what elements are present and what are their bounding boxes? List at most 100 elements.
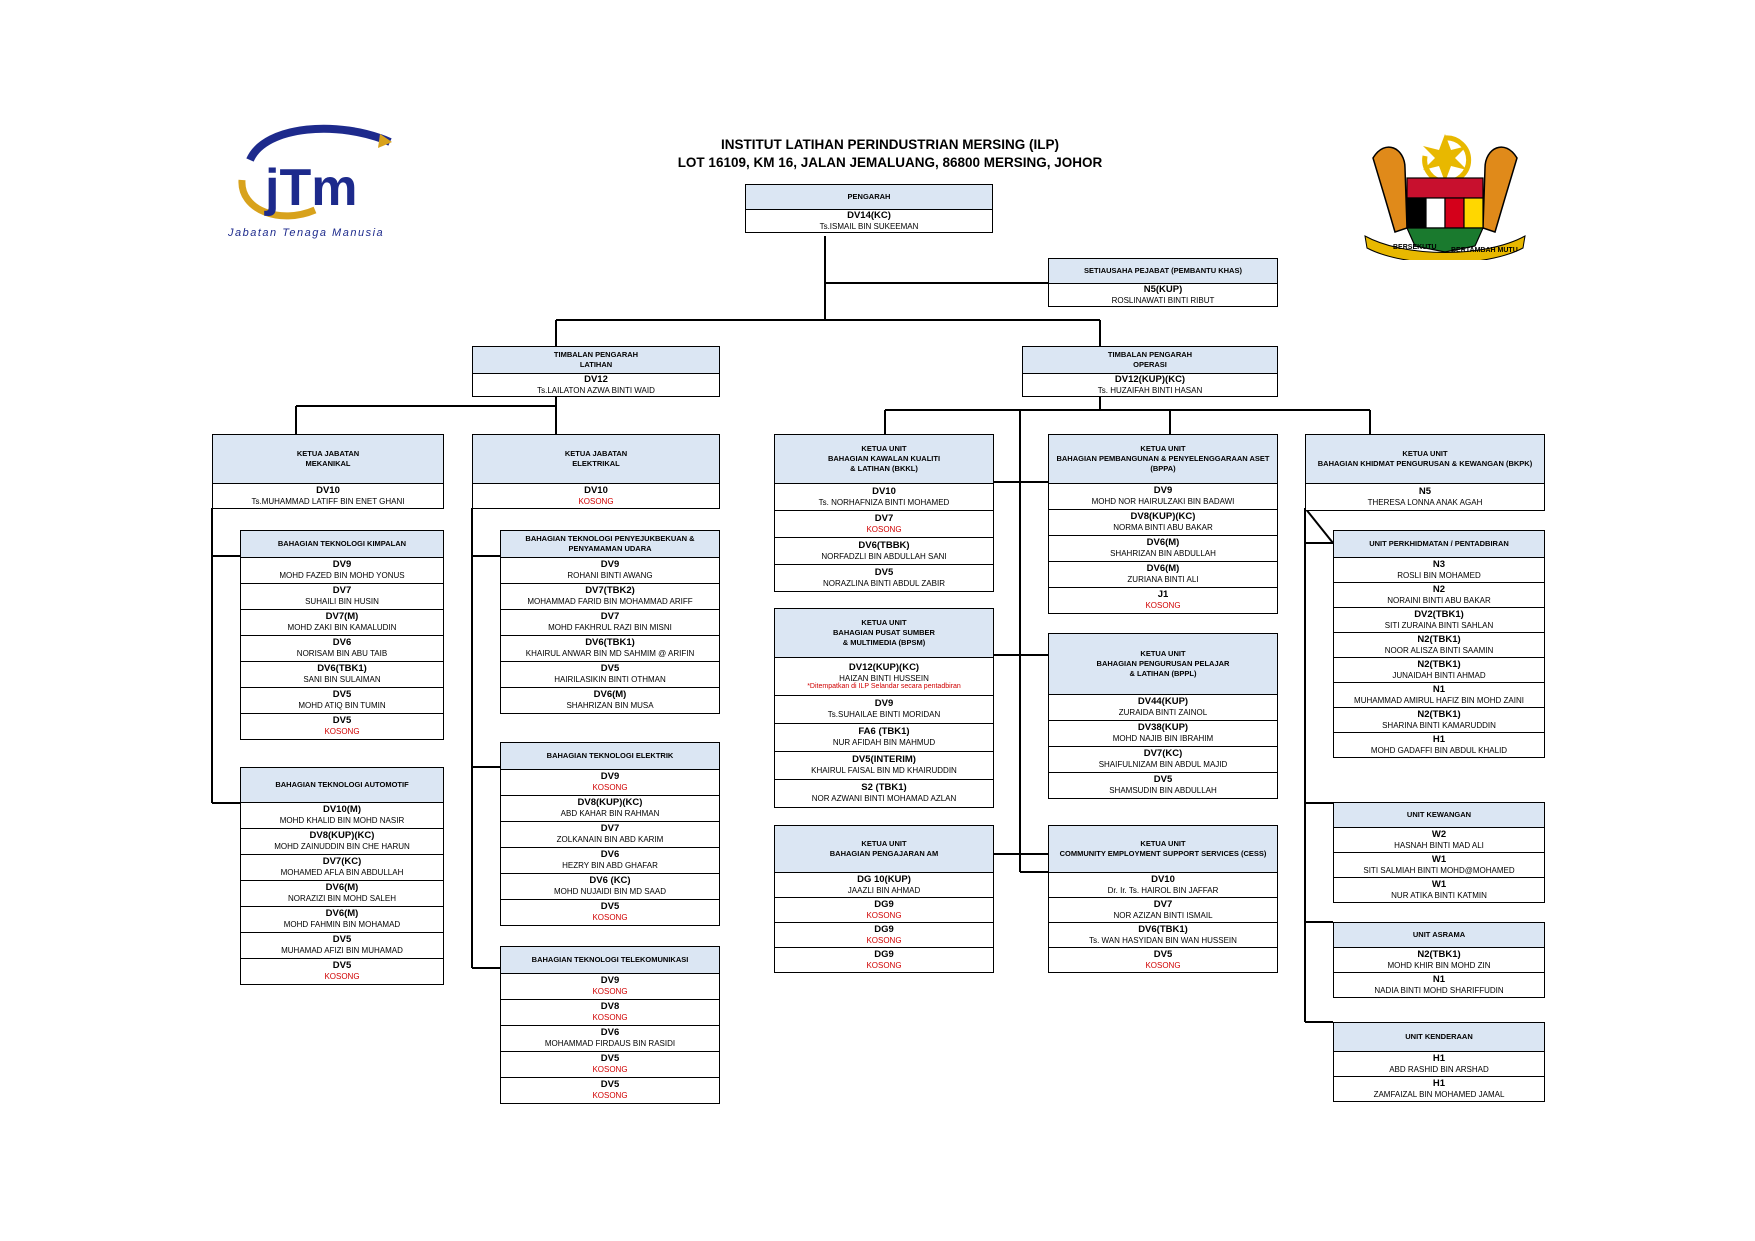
org-box-row: DV6(M)SHAHRIZAN BIN MUSA (501, 687, 719, 713)
position-grade: DG 10(KUP) (857, 873, 911, 885)
org-box-row: N2(TBK1)MOHD KHIR BIN MOHD ZIN (1334, 948, 1544, 972)
org-box-row: DV8(KUP)(KC)ABD KAHAR BIN RAHMAN (501, 795, 719, 821)
position-grade: DG9 (874, 948, 894, 960)
position-grade: DV6(M) (1146, 563, 1180, 575)
staff-name: Dr. Ir. Ts. HAIROL BIN JAFFAR (1107, 885, 1219, 895)
staff-name: SUHAILI BIN HUSIN (305, 597, 379, 607)
staff-name: ZURAIDA BINTI ZAINOL (1118, 708, 1208, 718)
position-grade: FA6 (TBK1) (858, 726, 910, 738)
malaysia-coat-of-arms-icon: BERSEKUTU BERTAMBAH MUTU (1364, 134, 1526, 260)
position-grade: DV9 (1153, 485, 1173, 497)
org-box-row: DV2(TBK1)SITI ZURAINA BINTI SAHLAN (1334, 607, 1544, 632)
staff-name: JAAZLI BIN AHMAD (847, 885, 921, 895)
org-box-row: S2 (TBK1)NOR AZWANI BINTI MOHAMAD AZLAN (775, 779, 993, 807)
org-box-bkpk: KETUA UNIT BAHAGIAN KHIDMAT PENGURUSAN &… (1305, 434, 1545, 511)
org-box-title: KETUA UNIT COMMUNITY EMPLOYMENT SUPPORT … (1049, 826, 1277, 873)
staff-name: Ts.ISMAIL BIN SUKEEMAN (819, 221, 919, 231)
position-grade: S2 (TBK1) (861, 782, 907, 794)
position-grade: DV6 (KC) (589, 875, 631, 887)
staff-name: NUR AFIDAH BIN MAHMUD (832, 738, 936, 748)
staff-name: HAIRILASIKIN BINTI OTHMAN (554, 675, 666, 685)
position-grade: N2(TBK1) (1417, 948, 1461, 960)
staff-name: THERESA LONNA ANAK AGAH (1367, 497, 1483, 507)
staff-name: Ts.SUHAILAE BINTI MORIDAN (827, 710, 941, 720)
org-box-title: UNIT KENDERAAN (1334, 1023, 1544, 1052)
position-grade: DV38(KUP) (1137, 722, 1189, 734)
org-box-row: DV5(INTERIM)KHAIRUL FAISAL BIN MD KHAIRU… (775, 751, 993, 779)
position-grade: H1 (1432, 1052, 1446, 1064)
vacant-position: KOSONG (592, 1065, 628, 1075)
position-grade: DV5 (332, 689, 352, 701)
position-grade: DV6 (600, 849, 620, 861)
position-grade: DV5 (332, 960, 352, 972)
staff-name: NOR AZWANI BINTI MOHAMAD AZLAN (811, 794, 957, 804)
staff-name: MOHD ATIQ BIN TUMIN (298, 701, 386, 711)
vacant-position: KOSONG (866, 960, 902, 970)
position-grade: DV8 (600, 1001, 620, 1013)
position-grade: DV6(M) (325, 882, 359, 894)
staff-name: HASNAH BINTI MAD ALI (1394, 840, 1484, 850)
position-grade: DV6 (600, 1027, 620, 1039)
org-box-row: DV10(M)MOHD KHALID BIN MOHD NASIR (241, 803, 443, 828)
position-grade: DV5 (1153, 774, 1173, 786)
position-grade: DV7(KC) (1143, 748, 1183, 760)
org-box-row: DV6(M)MOHD FAHMIN BIN MOHAMAD (241, 906, 443, 932)
staff-name: MOHD FAHMIN BIN MOHAMAD (283, 920, 401, 930)
org-box-row: DV44(KUP)ZURAIDA BINTI ZAINOL (1049, 695, 1277, 720)
org-box-row: DV6(TBBK)NORFADZLI BIN ABDULLAH SANI (775, 537, 993, 564)
org-box-title: UNIT ASRAMA (1334, 923, 1544, 948)
position-grade: N1 (1432, 973, 1446, 985)
staff-name: SHAHRIZAN BIN ABDULLAH (1110, 549, 1216, 559)
org-box-row: DV6 (KC)MOHD NUJAIDI BIN MD SAAD (501, 873, 719, 899)
staff-name: MOHD KHIR BIN MOHD ZIN (1387, 960, 1491, 970)
position-grade: DV9 (600, 771, 620, 783)
position-grade: DV5 (332, 934, 352, 946)
staff-name: ROSLI BIN MOHAMED (1397, 570, 1481, 580)
staff-name: MOHD NAJIB BIN IBRAHIM (1112, 734, 1214, 744)
vacant-position: KOSONG (324, 972, 360, 982)
vacant-position: KOSONG (592, 1013, 628, 1023)
staff-name: MOHAMED AFLA BIN ABDULLAH (280, 868, 404, 878)
position-grade: DV9 (332, 559, 352, 571)
org-box-row: DV6(M)SHAHRIZAN BIN ABDULLAH (1049, 535, 1277, 561)
org-box-title: KETUA UNIT BAHAGIAN PENGURUSAN PELAJAR &… (1049, 634, 1277, 695)
crest-motto-left: BERSEKUTU (1393, 244, 1437, 251)
position-grade: DV7 (874, 512, 894, 524)
staff-name: ZAMFAIZAL BIN MOHAMED JAMAL (1373, 1089, 1505, 1099)
position-grade: DV10 (316, 484, 340, 496)
org-box-title: BAHAGIAN TEKNOLOGI AUTOMOTIF (241, 768, 443, 803)
org-box-bpsm: KETUA UNIT BAHAGIAN PUSAT SUMBER & MULTI… (774, 608, 994, 808)
staff-name: HEZRY BIN ABD GHAFAR (562, 861, 658, 871)
vacant-position: KOSONG (592, 783, 628, 793)
staff-name: MOHD FAKHRUL RAZI BIN MISNI (548, 623, 672, 633)
org-box-row: DV6(M)ZURIANA BINTI ALI (1049, 561, 1277, 587)
position-grade: N2(TBK1) (1417, 658, 1461, 670)
staff-name: MOHD NOR HAIRULZAKI BIN BADAWI (1091, 497, 1235, 507)
org-box-title: SETIAUSAHA PEJABAT (PEMBANTU KHAS) (1049, 259, 1277, 284)
position-grade: DG9 (874, 898, 894, 910)
position-grade: DV6(TBK1) (1138, 923, 1188, 935)
org-box-bppl: KETUA UNIT BAHAGIAN PENGURUSAN PELAJAR &… (1048, 633, 1278, 799)
org-box-cess: KETUA UNIT COMMUNITY EMPLOYMENT SUPPORT … (1048, 825, 1278, 973)
org-box-row: N5(KUP)ROSLINAWATI BINTI RIBUT (1049, 284, 1277, 306)
position-grade: DV12 (584, 374, 608, 385)
vacant-position: KOSONG (1145, 601, 1181, 611)
